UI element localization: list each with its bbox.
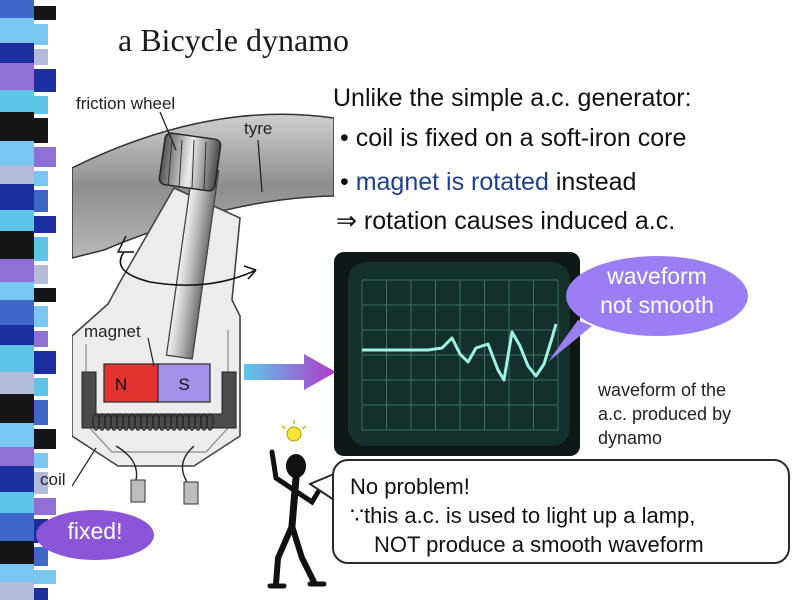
magnet-north-pole (103, 363, 159, 403)
stripe-block (0, 541, 34, 564)
stripe-block (0, 564, 34, 582)
bullet-coil-fixed: • coil is fixed on a soft-iron core (340, 124, 687, 152)
right-arrow-icon (244, 354, 336, 390)
friction-wheel-pointer (159, 111, 177, 151)
stripe-block (34, 265, 48, 284)
stripe-block (0, 394, 34, 423)
stripe-block (0, 210, 34, 231)
stripe-block (0, 492, 34, 513)
bullet-induced-ac: ⇒ rotation causes induced a.c. (336, 207, 676, 235)
stripe-block (0, 0, 34, 18)
stripe-block (34, 570, 56, 584)
stripe-block (0, 282, 34, 300)
stripe-block (34, 118, 48, 143)
terminal-left (130, 479, 146, 503)
stripe-block (34, 498, 56, 515)
oscilloscope-trace (361, 279, 559, 431)
terminal-right (183, 481, 199, 505)
stick-figure-icon (267, 420, 327, 589)
stripe-block (34, 69, 56, 92)
decorative-stripe (0, 0, 72, 600)
stripe-block (0, 112, 34, 141)
fixed-callout-text: fixed! (67, 518, 123, 544)
stripe-block (34, 400, 48, 425)
bullet-magnet-rotated: • magnet is rotated instead (340, 168, 637, 196)
stripe-block (34, 288, 56, 302)
stripe-block (0, 18, 34, 43)
stripe-block (34, 190, 48, 212)
stripe-block (0, 259, 34, 282)
coil (92, 413, 214, 431)
stripe-block (34, 171, 48, 186)
magnet-south-pole (157, 363, 211, 403)
stripe-block (0, 43, 34, 63)
stripe-block (34, 378, 48, 396)
waveform-callout (566, 256, 748, 336)
stripe-block (34, 547, 48, 566)
stripe-block (0, 63, 34, 90)
speech-tail (307, 473, 335, 501)
waveform-callout-text: waveform not smooth (600, 263, 714, 318)
coil-pointer (72, 447, 97, 487)
note-line-2: ∵this a.c. is used to light up a lamp, (350, 503, 696, 528)
tyre-pointer (257, 139, 263, 193)
magnet-label: magnet (84, 322, 141, 341)
stripe-block (0, 372, 34, 394)
stripe-block (34, 306, 48, 327)
stripe-block (0, 582, 34, 600)
stripe-block (34, 216, 56, 233)
magnet-pointer (147, 337, 155, 367)
waveform-trace (362, 323, 558, 382)
stripe-block (0, 423, 34, 447)
stripe-block (34, 429, 56, 449)
highlight-text: magnet is rotated (355, 168, 549, 196)
speech-bubble (332, 459, 790, 564)
implies-arrow: ⇒ (336, 207, 357, 235)
stripe-block (34, 588, 48, 600)
stripe-block (34, 351, 56, 374)
stripe-block (34, 331, 48, 347)
stripe-block (0, 466, 34, 492)
note-line-3: NOT produce a smooth waveform (374, 532, 704, 557)
stripe-block (0, 345, 34, 372)
wire-right (181, 445, 195, 501)
south-pole-label: S (178, 375, 189, 394)
stripe-block (0, 300, 34, 325)
north-pole-label: N (115, 375, 127, 394)
stripe-block (34, 147, 56, 167)
stripe-block (0, 184, 34, 210)
tyre-label: tyre (244, 119, 273, 138)
note-line-1: No problem! (350, 474, 470, 499)
stripe-block (34, 453, 48, 468)
stripe-block (0, 325, 34, 345)
callout-tail (548, 320, 592, 362)
stripe-block (34, 237, 48, 261)
stripe-block (0, 90, 34, 112)
stripe-block (0, 165, 34, 184)
friction-wheel (158, 132, 222, 192)
slide-title: a Bicycle dynamo (118, 22, 350, 58)
oscilloscope-caption: waveform of the a.c. produced by dynamo (598, 380, 732, 448)
stripe-block (0, 513, 34, 541)
stripe-block (34, 96, 48, 114)
stripe-block (34, 472, 48, 494)
stripe-block (0, 141, 34, 165)
stripe-block (34, 49, 48, 65)
stripe-block (0, 231, 34, 259)
stripe-block (34, 6, 56, 20)
comparison-heading: Unlike the simple a.c. generator: (333, 84, 692, 112)
friction-wheel-label: friction wheel (76, 94, 176, 113)
fixed-callout (36, 510, 154, 560)
dynamo-diagram: N S (72, 111, 334, 505)
stripe-block (0, 447, 34, 466)
stripe-block (34, 24, 48, 45)
rotation-arrow-icon (119, 251, 257, 286)
coil-label: coil (40, 470, 66, 489)
lightbulb-icon (286, 426, 302, 442)
